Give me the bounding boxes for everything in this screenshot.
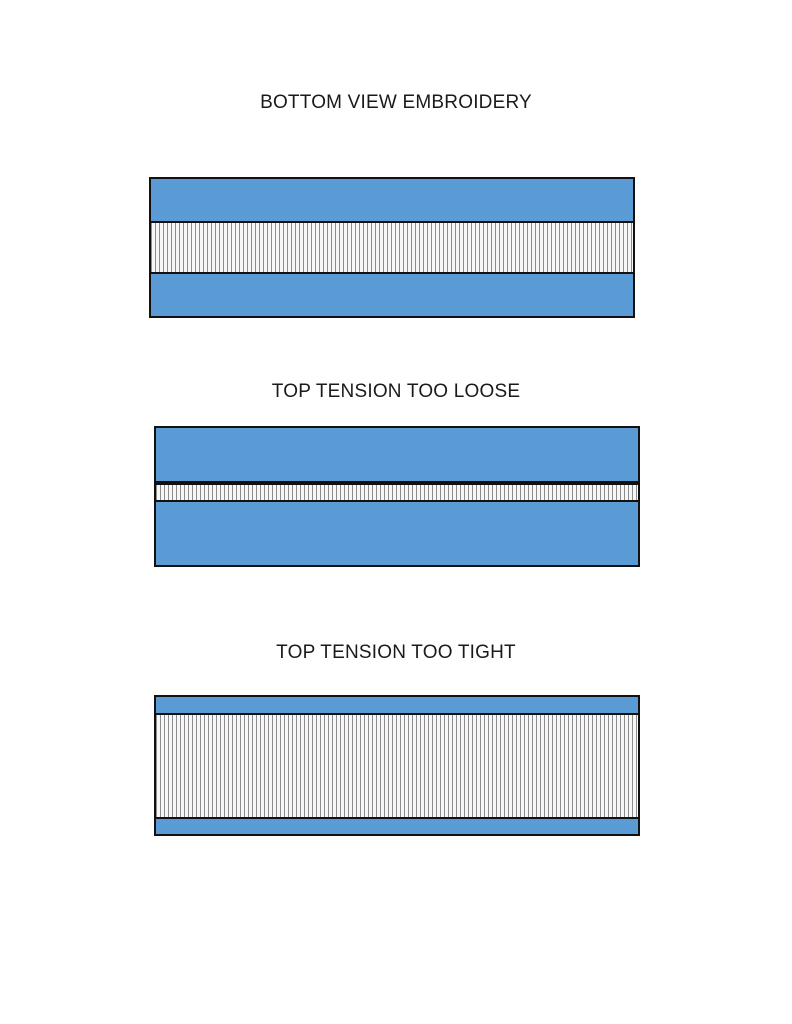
bottom-view-title: BOTTOM VIEW EMBROIDERY [260,92,532,113]
fabric-bottom-layer [151,274,633,316]
fabric-bottom-layer [156,819,638,834]
bobbin-thread-band [151,221,633,274]
bobbin-thread-band [156,713,638,819]
top-tension-too-loose-diagram [154,426,640,567]
bobbin-thread-band [156,481,638,502]
fabric-top-layer [151,179,633,221]
top-tension-too-tight-diagram [154,695,640,836]
fabric-bottom-layer [156,502,638,565]
top-tension-too-loose-title: TOP TENSION TOO LOOSE [271,381,521,402]
top-tension-too-tight-title: TOP TENSION TOO TIGHT [276,642,516,663]
bottom-view-embroidery-diagram [149,177,635,318]
fabric-top-layer [156,697,638,713]
fabric-top-layer [156,428,638,481]
